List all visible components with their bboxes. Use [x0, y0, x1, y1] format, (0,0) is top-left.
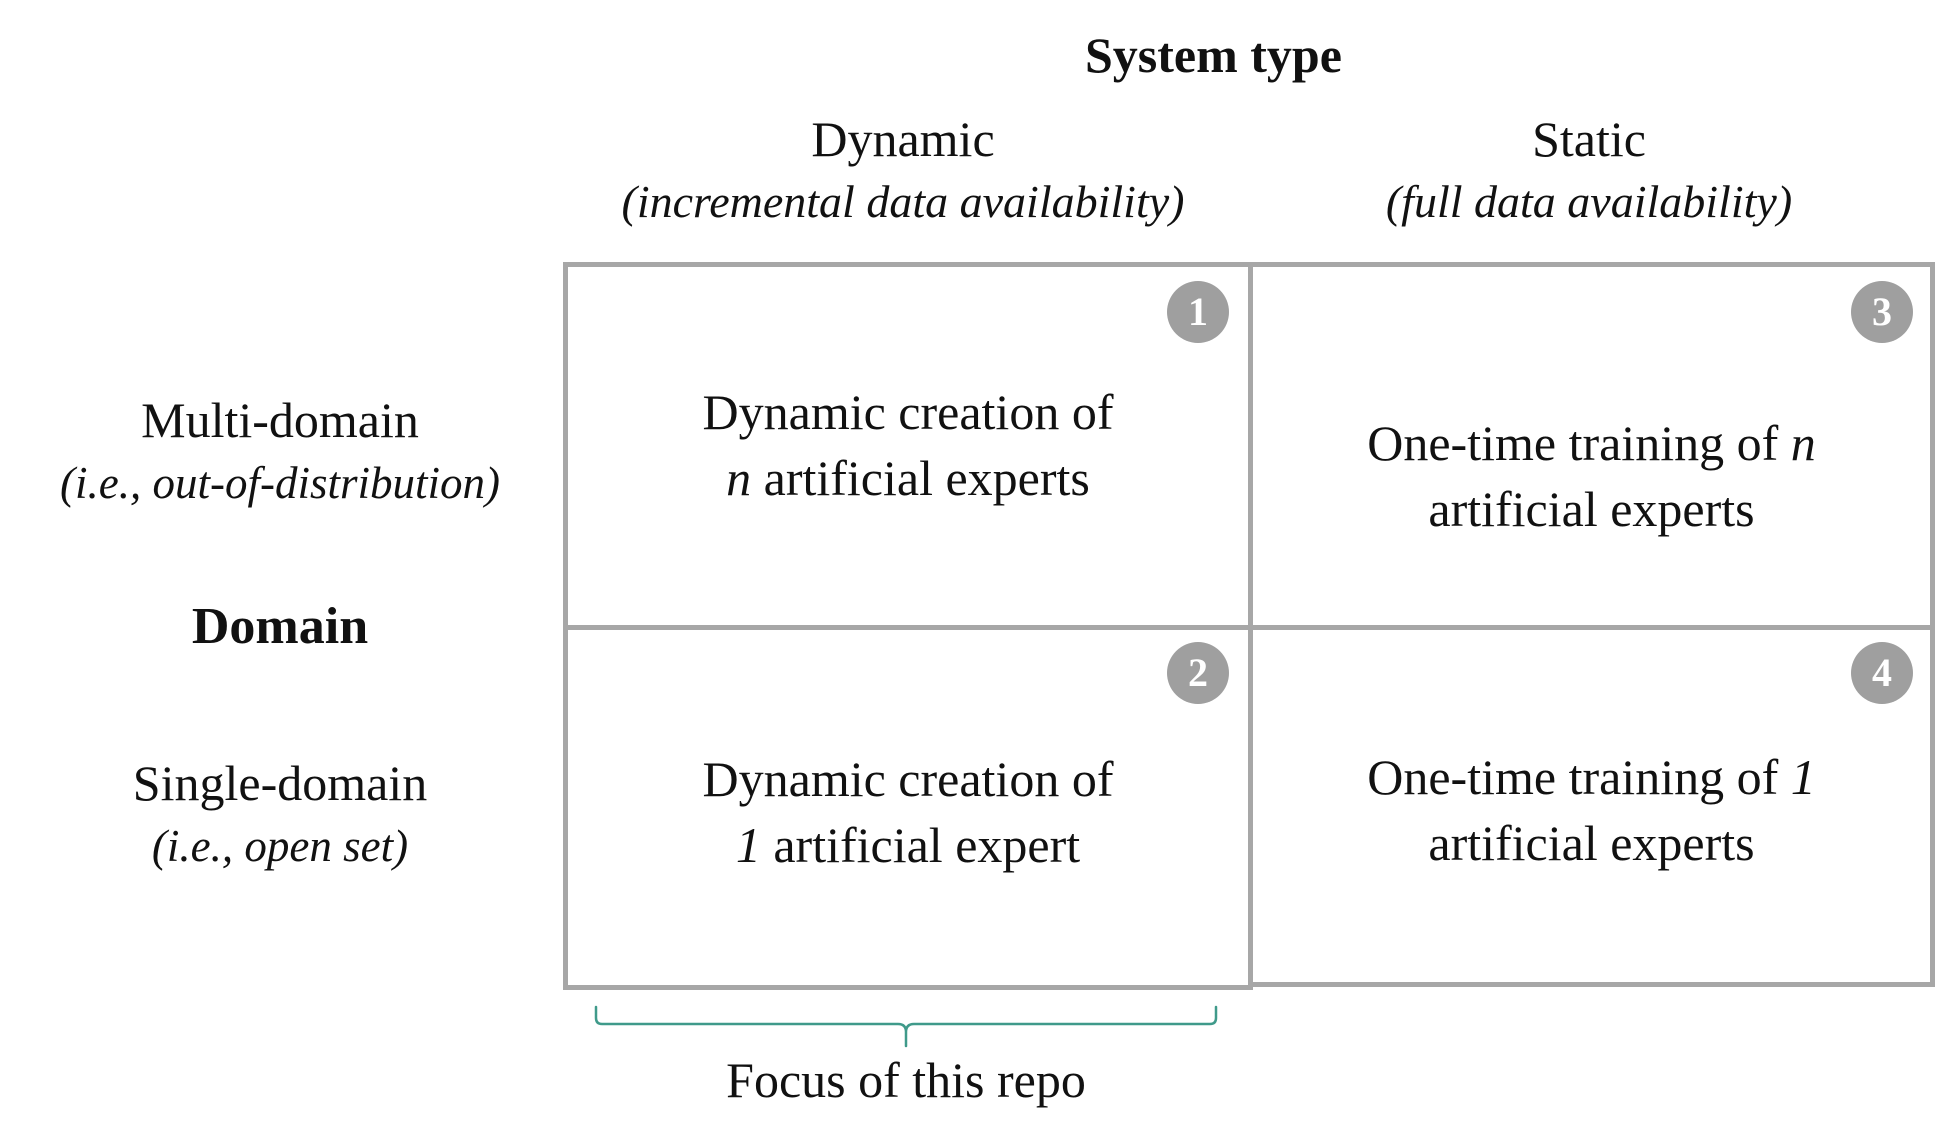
quadrant-number-badge: 3 [1851, 281, 1913, 343]
row-label: Multi-domain [141, 392, 419, 448]
column-sublabel: (full data availability) [1385, 176, 1793, 227]
column-sublabel: (incremental data availability) [621, 176, 1185, 227]
quadrant-number-badge: 4 [1851, 642, 1913, 704]
quadrant-variable: 1 [735, 816, 761, 873]
quadrant-3: 3 One-time training of n artificial expe… [1248, 262, 1935, 630]
focus-label: Focus of this repo [726, 1052, 1086, 1108]
quadrant-text-line: artificial experts [1428, 481, 1755, 537]
row-header-multi-domain: Multi-domain (i.e., out-of-distribution) [10, 387, 550, 513]
quadrant-number-badge: 2 [1167, 642, 1229, 704]
system-type-axis-title: System type [1085, 27, 1342, 83]
domain-axis-title: Domain [191, 598, 369, 655]
quadrant-text-line: n artificial experts [703, 445, 1114, 511]
row-label: Single-domain [132, 755, 428, 811]
quadrant-variable: n [726, 450, 752, 506]
quadrant-text: One-time training of n artificial expert… [1367, 410, 1816, 542]
quadrant-text: Dynamic creation of 1 artificial expert [703, 746, 1114, 878]
quadrant-grid: 1 Dynamic creation of n artificial exper… [563, 262, 1935, 990]
quadrant-4: 4 One-time training of 1 artificial expe… [1248, 625, 1935, 987]
quadrant-variable: 1 [1790, 749, 1816, 805]
row-sublabel: (i.e., open set) [151, 821, 409, 871]
quadrant-number-badge: 1 [1167, 281, 1229, 343]
quadrant-1: 1 Dynamic creation of n artificial exper… [563, 262, 1253, 630]
column-label: Static [1532, 111, 1646, 167]
quadrant-text: One-time training of 1 artificial expert… [1367, 744, 1816, 876]
column-label: Dynamic [811, 111, 995, 167]
quadrant-text-part: One-time training of [1367, 415, 1791, 471]
quadrant-text-part: One-time training of [1367, 749, 1791, 805]
quadrant-text-part: artificial experts [751, 450, 1090, 506]
quadrant-text-line: One-time training of 1 [1367, 744, 1816, 810]
quadrant-text-line: Dynamic creation of [702, 750, 1114, 807]
quadrant-text-line: 1 artificial expert [703, 812, 1114, 878]
quadrant-text-line: artificial experts [1428, 815, 1755, 871]
column-header-static: Static (full data availability) [1249, 106, 1929, 232]
quadrant-2: 2 Dynamic creation of 1 artificial exper… [563, 625, 1253, 990]
quadrant-text-line: Dynamic creation of [702, 384, 1114, 440]
quadrant-text-part: artificial expert [760, 816, 1081, 873]
row-header-single-domain: Single-domain (i.e., open set) [10, 750, 550, 876]
quadrant-text: Dynamic creation of n artificial experts [703, 379, 1114, 511]
focus-bracket [594, 1005, 1218, 1048]
quadrant-text-line: One-time training of n [1367, 410, 1816, 476]
quadrant-variable: n [1790, 415, 1816, 471]
column-header-dynamic: Dynamic (incremental data availability) [563, 106, 1243, 232]
row-sublabel: (i.e., out-of-distribution) [60, 458, 500, 508]
